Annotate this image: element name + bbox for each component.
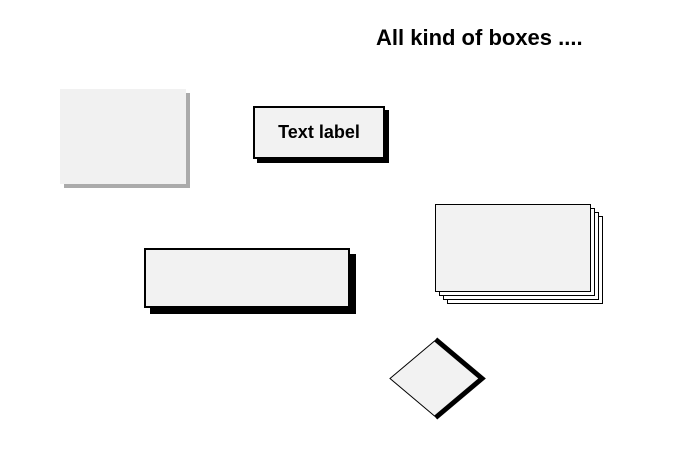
wide-shadow-box bbox=[144, 248, 350, 308]
diamond-shape bbox=[389, 340, 480, 417]
text-label: Text label bbox=[278, 122, 360, 142]
diamond-box bbox=[389, 337, 486, 420]
page-title: All kind of boxes .... bbox=[376, 25, 583, 50]
text-label-box: Text label bbox=[253, 106, 385, 159]
plain-box bbox=[60, 89, 186, 184]
stack-box-front bbox=[435, 204, 591, 292]
diamond-shadow-edge bbox=[433, 337, 486, 420]
